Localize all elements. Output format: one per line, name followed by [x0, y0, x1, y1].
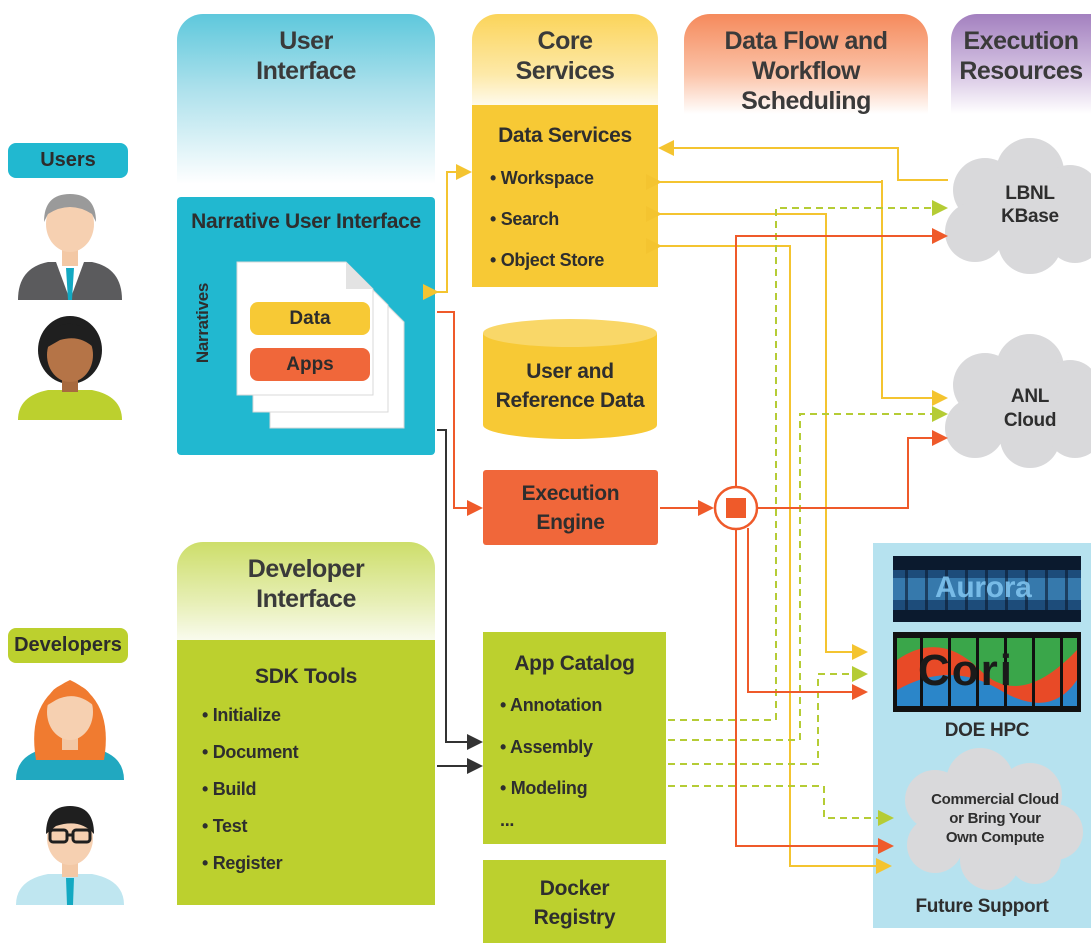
header-developer-interface-line1: Developer: [247, 555, 365, 583]
arrow-workspace-anl: [881, 182, 948, 406]
arrow-hub-doe-hpc: [747, 528, 868, 700]
arrow-assembly-anl: [668, 406, 948, 741]
data-services-box: [472, 105, 658, 287]
lbnl-label-line2: KBase: [1001, 206, 1059, 227]
arrow-search-doe-hpc: [646, 206, 868, 660]
header-data-flow-line1: Data Flow and: [724, 27, 888, 55]
lbnl-label-line1: LBNL: [1005, 183, 1055, 204]
user-ref-data-label-line1: User and: [526, 360, 614, 383]
data-services-item-workspace: • Workspace: [490, 168, 594, 188]
commercial-cloud-line1: Commercial Cloud: [931, 791, 1059, 808]
header-execution-resources-line2: Resources: [959, 57, 1083, 85]
sdk-tools-item-document: • Document: [202, 742, 299, 762]
sdk-tools-item-register: • Register: [202, 853, 283, 873]
narrative-ui-title: Narrative User Interface: [191, 210, 421, 233]
developers-label: Developers: [8, 628, 128, 663]
scheduler-hub-icon: [713, 485, 759, 531]
avatar-developer-woman: [16, 680, 124, 780]
anl-cloud: [945, 334, 1091, 468]
cori-label: Cori: [918, 646, 1014, 695]
sdk-tools-box: [177, 640, 435, 905]
app-catalog-item-more: ...: [500, 810, 515, 830]
page-fold: [346, 262, 373, 289]
aurora-label: Aurora: [935, 571, 1032, 604]
anl-label-line2: Cloud: [1003, 410, 1057, 431]
doe-hpc-label: DOE HPC: [944, 720, 1030, 741]
header-execution-resources-line1: Execution: [963, 27, 1079, 55]
data-services-item-object-store: • Object Store: [490, 250, 605, 270]
execution-engine-box: [483, 470, 658, 545]
avatar-developer-man: [16, 806, 124, 905]
sdk-tools-title: SDK Tools: [255, 665, 357, 688]
arrow-hub-commercial: [735, 528, 894, 854]
app-catalog-item-assembly: • Assembly: [500, 737, 593, 757]
app-catalog-item-modeling: • Modeling: [500, 778, 588, 798]
arrow-narrative-data-services: [423, 164, 472, 300]
header-core-services-line1: Core: [537, 27, 593, 55]
future-support-label: Future Support: [915, 896, 1049, 917]
commercial-cloud-line2: or Bring Your: [949, 810, 1041, 827]
cori-machine-image: [893, 632, 1081, 712]
commercial-cloud-line3: Own Compute: [945, 829, 1045, 846]
sdk-tools-item-initialize: • Initialize: [202, 705, 281, 725]
people-avatars: [16, 194, 124, 905]
arrow-workspace-route: [646, 174, 883, 190]
arrow-narrative-execution-engine: [437, 311, 483, 516]
app-catalog-item-annotation: • Annotation: [500, 695, 603, 715]
user-ref-data-label-line2: Reference Data: [495, 389, 645, 412]
avatar-user-man: [18, 194, 122, 300]
header-data-flow: Data Flow and Workflow Scheduling: [684, 14, 928, 115]
arrow-narrative-app-catalog: [437, 429, 483, 750]
header-user-interface: User Interface: [177, 14, 435, 184]
execution-engine-line1: Execution: [521, 482, 620, 505]
app-catalog-title: App Catalog: [514, 652, 635, 675]
avatar-user-woman: [18, 316, 122, 420]
arrow-hub-anl: [758, 430, 948, 509]
header-core-services-line2: Services: [515, 57, 615, 85]
header-developer-interface-line2: Interface: [256, 585, 356, 613]
header-developer-interface: Developer Interface: [177, 542, 435, 652]
arrow-annotation-lbnl: [668, 200, 948, 721]
data-pill[interactable]: Data: [250, 302, 370, 335]
data-services-item-search: • Search: [490, 209, 559, 229]
header-core-services: Core Services: [472, 14, 658, 114]
header-user-interface-line2: Interface: [256, 57, 356, 85]
arrow-lbnl-workspace: [658, 140, 948, 181]
sdk-tools-item-test: • Test: [202, 816, 248, 836]
app-catalog-box: [483, 632, 666, 844]
aurora-machine-image: [893, 556, 1081, 622]
commercial-cloud: [905, 748, 1083, 890]
header-execution-resources: Execution Resources: [951, 14, 1091, 114]
sdk-tools-item-build: • Build: [202, 779, 257, 799]
users-label: Users: [8, 143, 128, 178]
execution-engine-line2: Engine: [536, 511, 605, 534]
header-data-flow-line2: Workflow Scheduling: [741, 57, 871, 115]
arrow-object-store-commercial: [646, 238, 892, 874]
docker-registry-line2: Registry: [533, 906, 616, 929]
apps-pill[interactable]: Apps: [250, 348, 370, 381]
arrow-catalog-commercial: [668, 785, 894, 826]
docker-registry-box: [483, 860, 666, 943]
data-services-title: Data Services: [498, 124, 632, 147]
arrow-hub-lbnl: [735, 228, 948, 488]
lbnl-cloud: [945, 138, 1091, 274]
anl-label-line1: ANL: [1010, 386, 1050, 407]
header-user-interface-line1: User: [279, 27, 333, 55]
docker-registry-line1: Docker: [539, 877, 610, 900]
arrow-modeling-doe-hpc: [668, 666, 868, 765]
